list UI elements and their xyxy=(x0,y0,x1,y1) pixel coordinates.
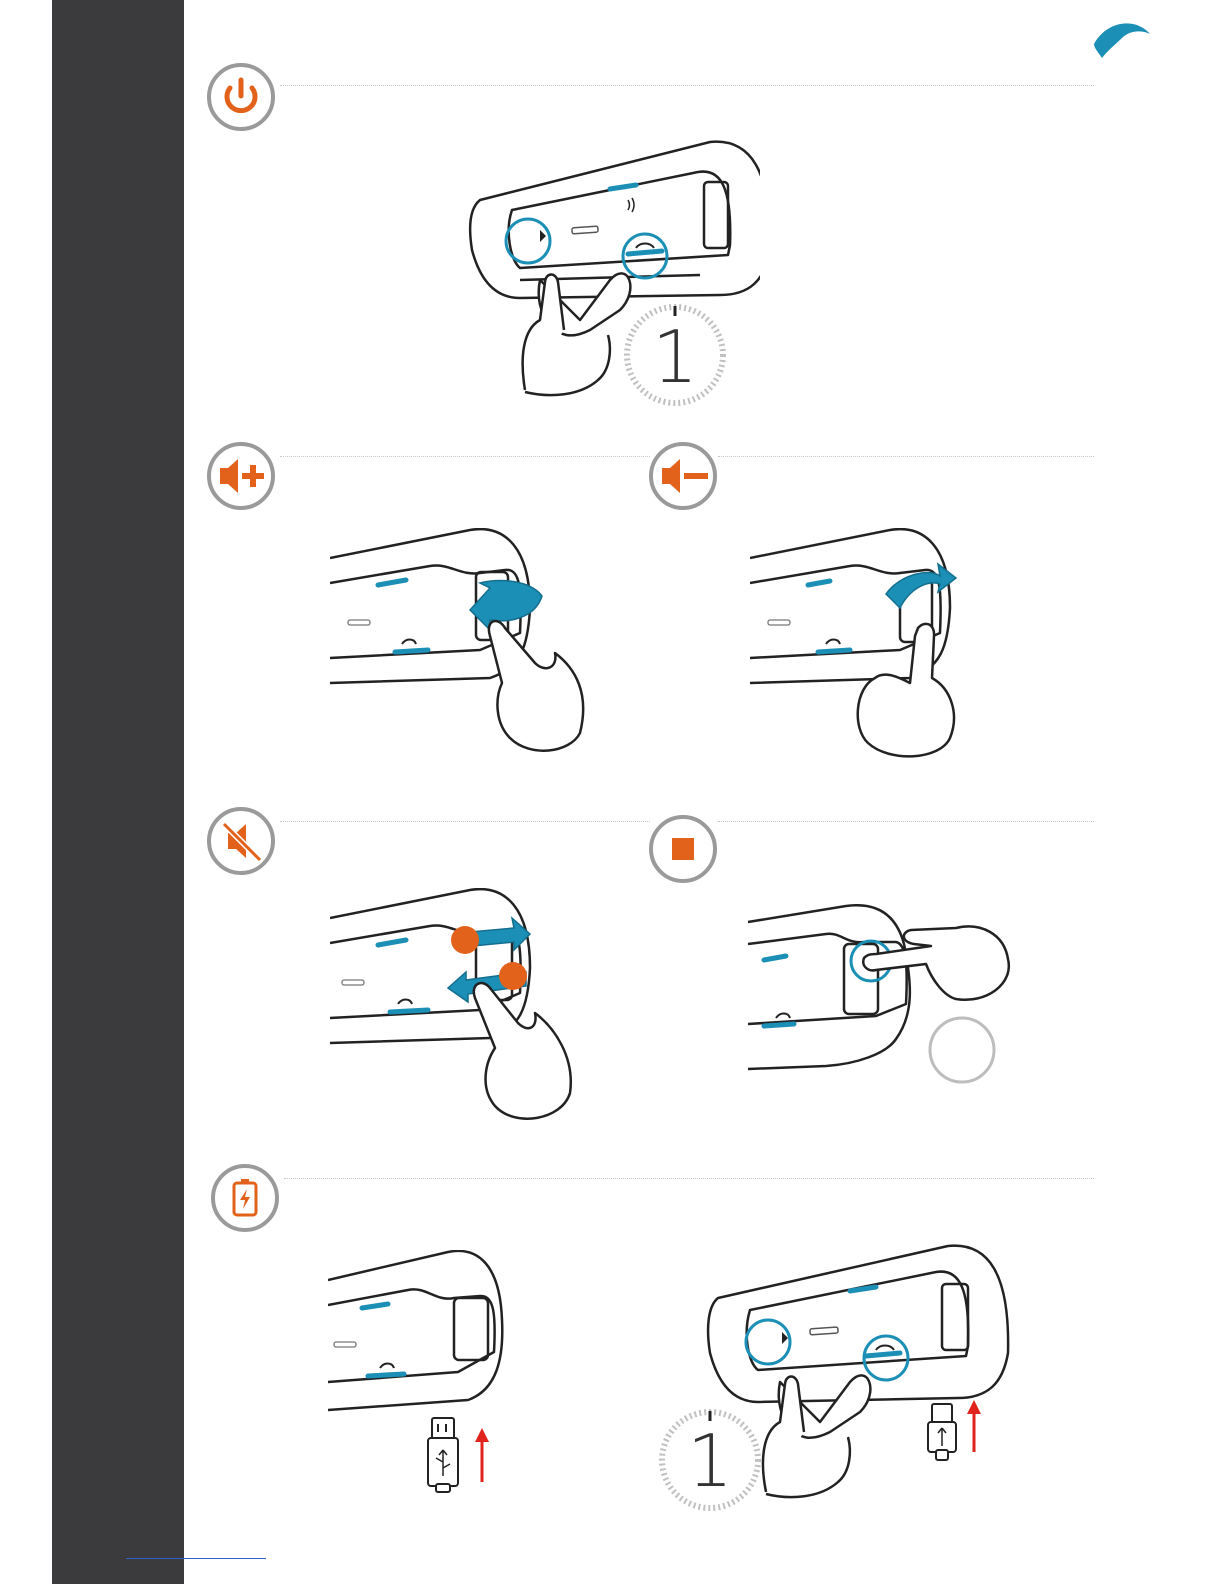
mute-icon xyxy=(206,806,276,876)
mute-illustration xyxy=(330,888,590,1128)
volume-up-icon xyxy=(206,441,276,511)
power-illustration: 1 xyxy=(460,130,760,410)
charging-illustration-right: 1 xyxy=(658,1238,1018,1513)
section-divider-stop xyxy=(718,821,1094,822)
section-divider-mute xyxy=(280,821,650,822)
charging-illustration-left xyxy=(328,1250,528,1505)
volume-down-illustration xyxy=(750,528,970,763)
power-icon xyxy=(206,62,276,132)
stop-icon xyxy=(648,814,718,884)
section-divider-charging xyxy=(284,1178,1094,1179)
footer-link-underline[interactable] xyxy=(126,1558,266,1559)
power-hold-seconds: 1 xyxy=(652,315,698,399)
section-divider-volume-up xyxy=(280,456,650,457)
charge-hold-seconds: 1 xyxy=(687,1419,733,1503)
brand-logo-icon xyxy=(1086,14,1156,64)
volume-down-icon xyxy=(648,441,718,511)
left-sidebar-bar xyxy=(52,0,184,1584)
stop-illustration xyxy=(746,904,1016,1089)
volume-up-illustration xyxy=(330,528,600,758)
battery-charging-icon xyxy=(210,1163,280,1233)
section-divider-volume-down xyxy=(718,456,1094,457)
section-divider-power xyxy=(280,85,1094,86)
